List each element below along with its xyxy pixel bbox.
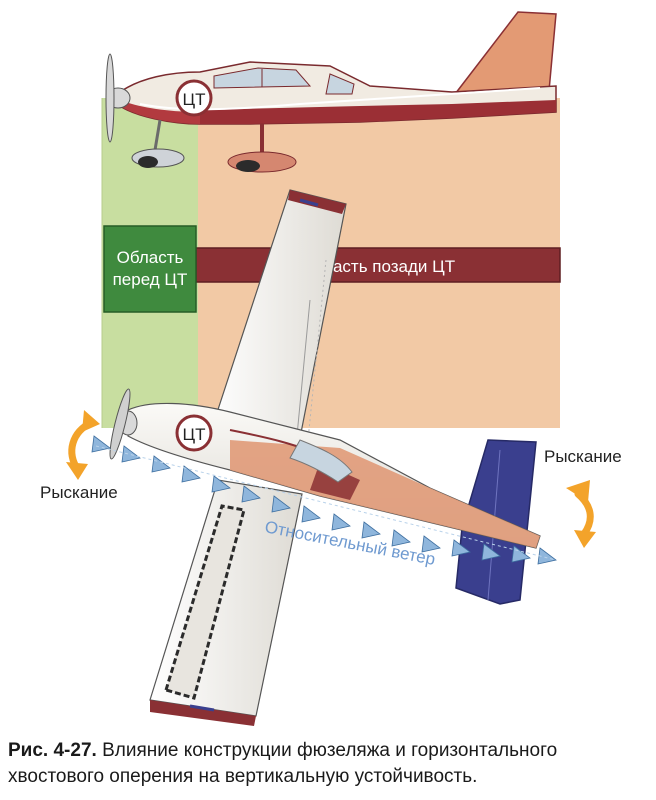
propeller-top xyxy=(106,54,114,142)
cg-label-bottom: ЦТ xyxy=(183,425,206,444)
front-region-box xyxy=(104,226,196,312)
stability-diagram: ЦТ Область позади ЦТ Область перед ЦТ ЦТ xyxy=(0,0,656,740)
yaw-label-left: Рыскание xyxy=(40,483,118,502)
cg-label-top: ЦТ xyxy=(183,90,206,109)
yaw-label-right: Рыскание xyxy=(544,447,622,466)
front-region-label-1: Область xyxy=(117,248,184,267)
front-region-label-2: перед ЦТ xyxy=(113,270,188,289)
figure-caption: Рис. 4-27. Влияние конструкции фюзеляжа … xyxy=(8,738,648,790)
caption-line-2: хвостового оперения на вертикальную усто… xyxy=(8,766,477,787)
caption-number: Рис. 4-27. xyxy=(8,740,97,761)
cg-marker-bottom: ЦТ xyxy=(177,416,211,450)
cg-marker-top: ЦТ xyxy=(177,81,211,115)
caption-line-1: Влияние конструкции фюзеляжа и горизонта… xyxy=(102,740,557,761)
yaw-arrow-right xyxy=(566,480,596,548)
